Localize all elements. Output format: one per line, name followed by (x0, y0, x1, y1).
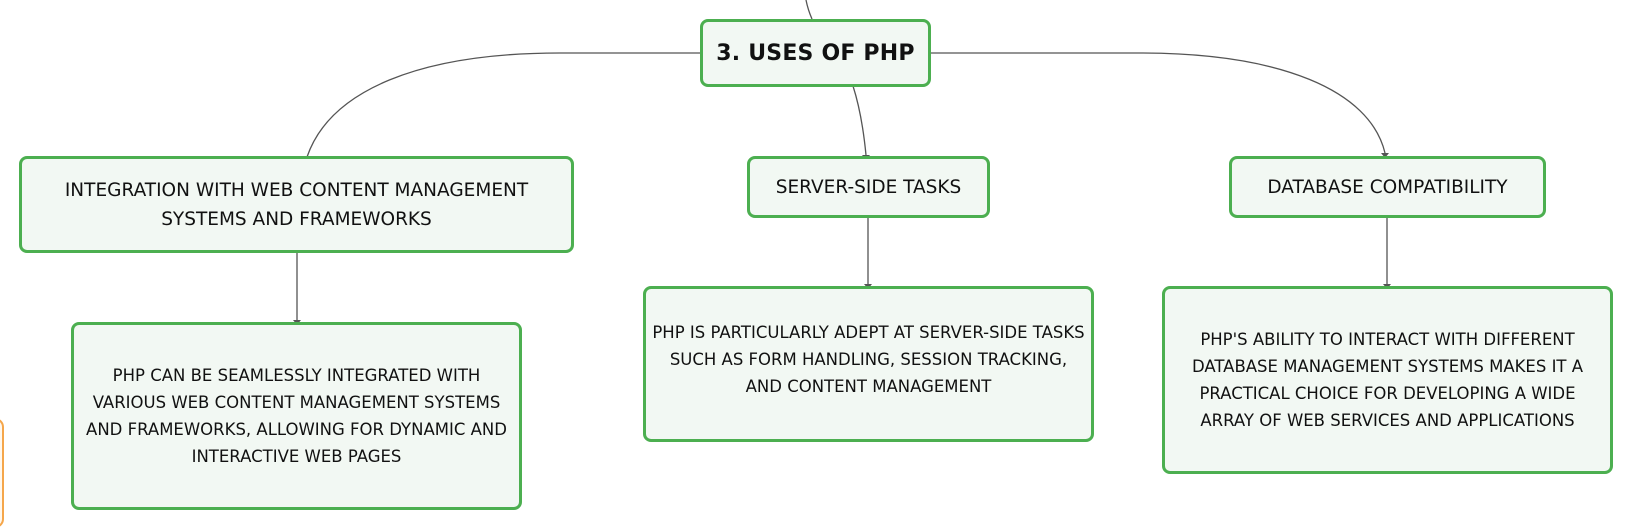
branch-node-integration[interactable]: INTEGRATION WITH WEB CONTENT MANAGEMENT … (19, 156, 574, 253)
detail-node-integration-text: PHP CAN BE SEAMLESSLY INTEGRATED WITH VA… (86, 366, 507, 466)
root-node-label: 3. USES OF PHP (716, 40, 915, 66)
branch-node-database[interactable]: DATABASE COMPATIBILITY (1229, 156, 1546, 218)
detail-node-database[interactable]: PHP'S ABILITY TO INTERACT WITH DIFFERENT… (1162, 286, 1613, 474)
detail-node-server-side-text: PHP IS PARTICULARLY ADEPT AT SERVER-SIDE… (652, 322, 1085, 396)
detail-node-server-side[interactable]: PHP IS PARTICULARLY ADEPT AT SERVER-SIDE… (643, 286, 1094, 442)
side-panel-tab[interactable] (0, 418, 4, 528)
detail-node-database-text: PHP'S ABILITY TO INTERACT WITH DIFFERENT… (1191, 330, 1584, 430)
branch-node-server-side[interactable]: SERVER-SIDE TASKS (747, 156, 990, 218)
branch-node-integration-label: INTEGRATION WITH WEB CONTENT MANAGEMENT … (64, 179, 529, 230)
incoming-connector (805, 0, 813, 20)
connector-root-to-database (931, 52, 1386, 154)
connector-root-to-integration (306, 52, 700, 158)
connector-root-to-server-side (852, 85, 867, 156)
branch-node-database-label: DATABASE COMPATIBILITY (1267, 176, 1508, 198)
branch-node-server-side-label: SERVER-SIDE TASKS (775, 176, 962, 198)
arrowhead-database-branch (1381, 153, 1389, 158)
root-node[interactable]: 3. USES OF PHP (700, 19, 931, 87)
detail-node-integration[interactable]: PHP CAN BE SEAMLESSLY INTEGRATED WITH VA… (71, 322, 522, 510)
